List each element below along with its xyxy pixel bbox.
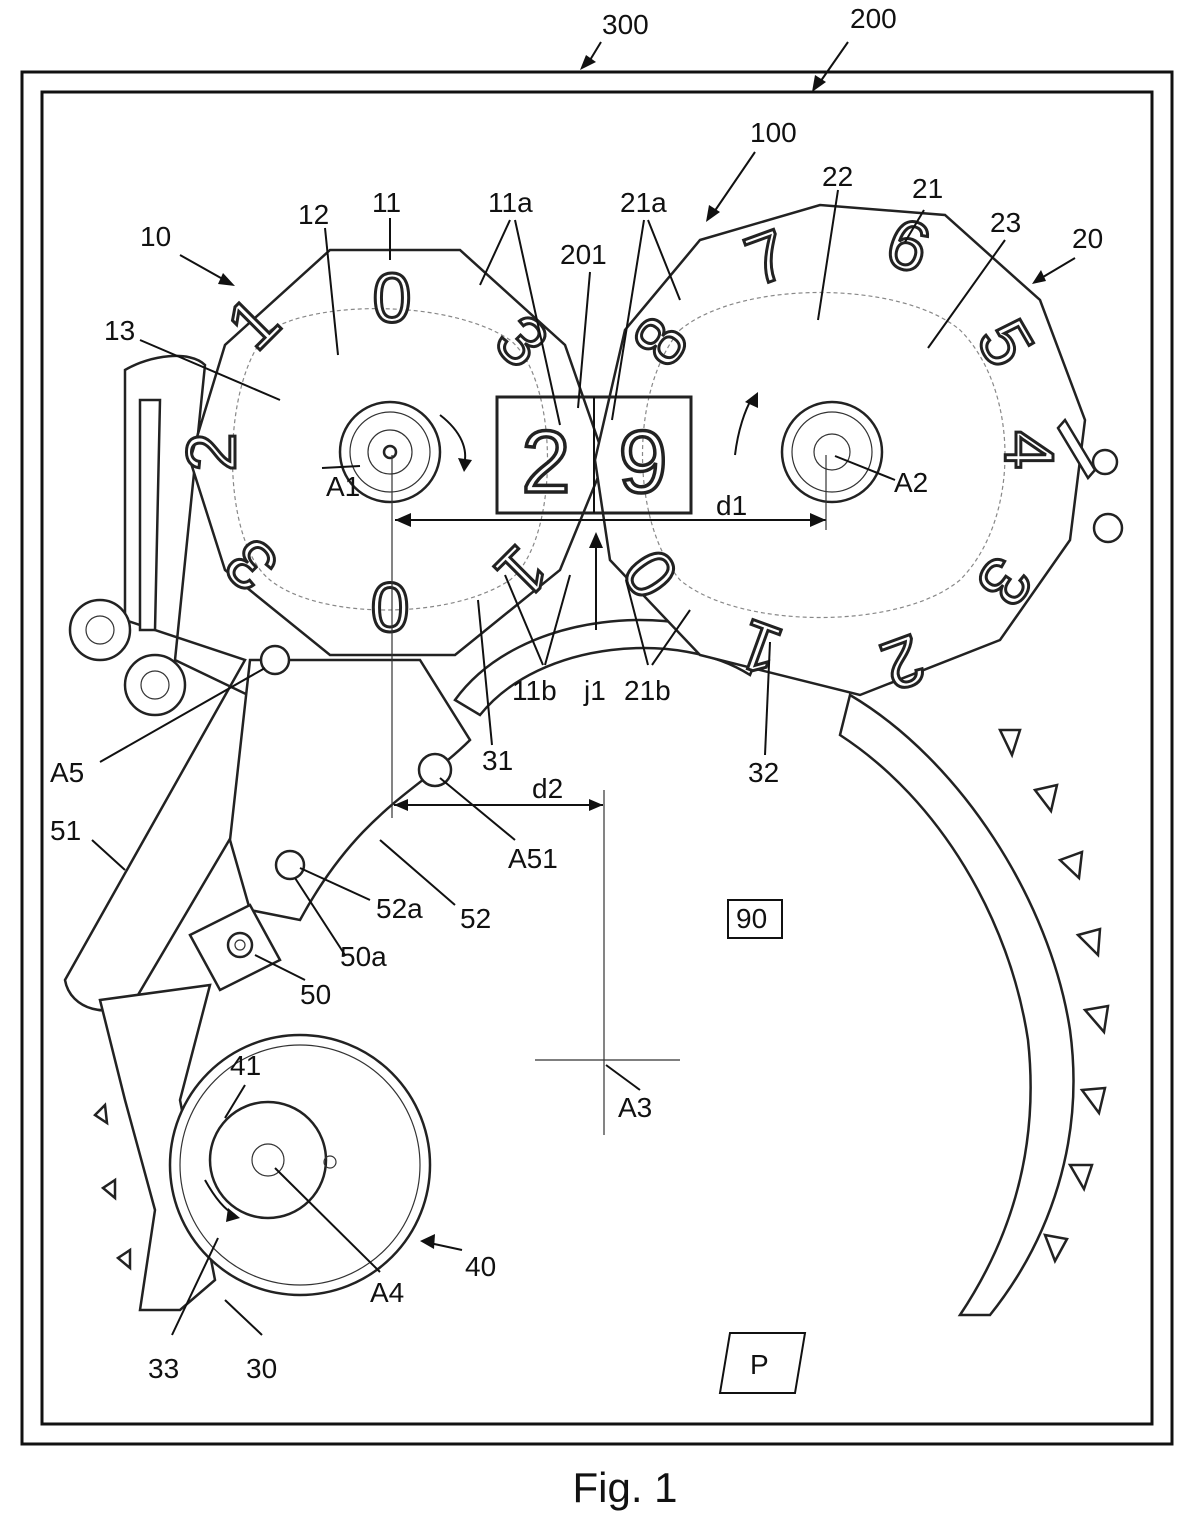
tens-digit-0-bottom: 0 — [371, 568, 410, 646]
label-20: 20 — [1072, 223, 1103, 254]
label-200: 200 — [850, 3, 897, 34]
window-tens-digit: 2 — [522, 412, 571, 511]
label-A51: A51 — [508, 843, 558, 874]
window-units-digit: 9 — [619, 412, 668, 511]
lever-51-slot — [138, 398, 162, 632]
tens-digit-0-top: 0 — [373, 259, 412, 337]
label-33: 33 — [148, 1353, 179, 1384]
label-13: 13 — [104, 315, 135, 346]
label-201: 201 — [560, 239, 607, 270]
inner-frame-200 — [40, 90, 1154, 1426]
box-90 — [727, 899, 783, 939]
units-digit-4: 4 — [990, 431, 1068, 470]
tens-digit-2-left: 2 — [172, 433, 250, 472]
parallelogram-p — [718, 1332, 807, 1394]
label-P: P — [750, 1349, 769, 1380]
label-11: 11 — [372, 187, 401, 218]
label-52: 52 — [460, 903, 491, 934]
label-30: 30 — [246, 1353, 277, 1384]
label-23: 23 — [990, 207, 1021, 238]
label-300: 300 — [602, 9, 649, 40]
hub-a2 — [780, 400, 884, 504]
label-40: 40 — [465, 1251, 496, 1282]
outer-frame-300 — [20, 70, 1174, 1446]
label-21b: 21b — [624, 675, 671, 706]
label-A5: A5 — [50, 757, 84, 788]
label-41: 41 — [230, 1050, 261, 1081]
label-A1: A1 — [326, 471, 360, 502]
label-A3: A3 — [618, 1092, 652, 1123]
label-22: 22 — [822, 161, 853, 192]
label-32: 32 — [748, 757, 779, 788]
label-50: 50 — [300, 979, 331, 1010]
label-31: 31 — [482, 745, 513, 776]
label-21a: 21a — [620, 187, 667, 218]
label-100: 100 — [750, 117, 797, 148]
label-50a: 50a — [340, 941, 387, 972]
figure-caption: Fig. 1 — [572, 1464, 677, 1511]
lever-52 — [228, 658, 472, 922]
label-j1: j1 — [583, 675, 606, 706]
label-52a: 52a — [376, 893, 423, 924]
label-11b: 11b — [512, 675, 557, 706]
label-12: 12 — [298, 199, 329, 230]
label-90: 90 — [736, 903, 767, 934]
label-10: 10 — [140, 221, 171, 252]
label-A2: A2 — [894, 467, 928, 498]
date-ring — [838, 693, 1110, 1317]
label-21: 21 — [912, 173, 943, 204]
label-51: 51 — [50, 815, 81, 846]
label-A4: A4 — [370, 1277, 404, 1308]
label-11a: 11a — [488, 187, 533, 218]
label-d1: d1 — [716, 490, 747, 521]
label-d2: d2 — [532, 773, 563, 804]
